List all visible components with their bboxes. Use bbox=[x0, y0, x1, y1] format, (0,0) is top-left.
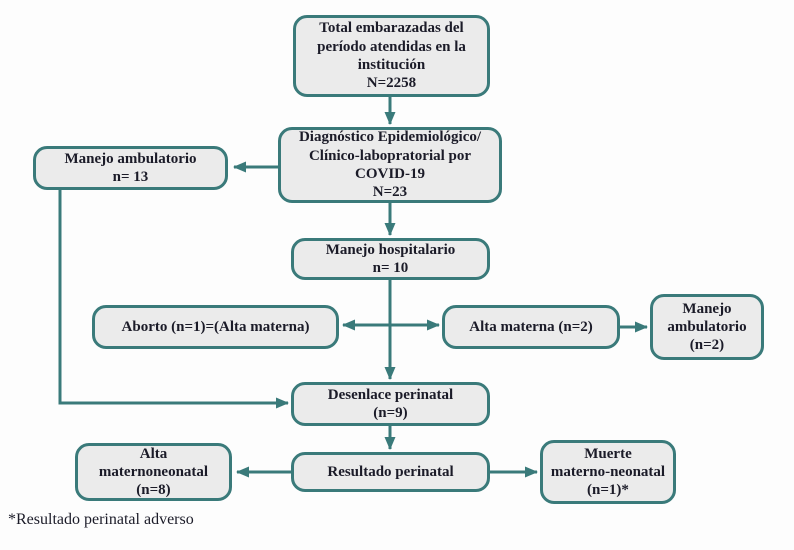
footnote: *Resultado perinatal adverso bbox=[8, 511, 194, 528]
node-total-embarazadas-label: Total embarazadas del período atendidas … bbox=[317, 20, 466, 92]
node-manejo-hospitalario: Manejo hospitalario n= 10 bbox=[291, 238, 490, 280]
node-alta-materna-label: Alta materna (n=2) bbox=[469, 318, 593, 335]
connector-ambulatorio13-to-desenlace bbox=[58, 190, 289, 409]
node-aborto-label: Aborto (n=1)=(Alta materna) bbox=[121, 318, 310, 335]
node-muerte-materno-neonatal: Muerte materno-neonatal (n=1)* bbox=[540, 440, 676, 504]
node-alta-materna: Alta materna (n=2) bbox=[442, 305, 620, 349]
node-aborto: Aborto (n=1)=(Alta materna) bbox=[92, 305, 339, 349]
node-resultado-perinatal-label: Resultado perinatal bbox=[327, 463, 454, 480]
node-manejo-ambulatorio-13-label: Manejo ambulatorio n= 13 bbox=[64, 150, 197, 185]
node-diagnostico-covid19-label: Diagnóstico Epidemiológico/ Clínico-labo… bbox=[298, 129, 482, 201]
node-desenlace-perinatal: Desenlace perinatal (n=9) bbox=[291, 382, 490, 426]
node-total-embarazadas: Total embarazadas del período atendidas … bbox=[293, 15, 490, 97]
node-alta-maternoneonatal-label: Alta maternoneonatal (n=8) bbox=[98, 445, 209, 499]
node-manejo-ambulatorio-2-label: Manejo ambulatorio (n=2) bbox=[667, 300, 747, 354]
node-muerte-materno-neonatal-label: Muerte materno-neonatal (n=1)* bbox=[550, 445, 666, 499]
node-desenlace-perinatal-label: Desenlace perinatal (n=9) bbox=[327, 386, 454, 421]
node-manejo-ambulatorio-13: Manejo ambulatorio n= 13 bbox=[33, 146, 228, 190]
node-alta-maternoneonatal: Alta maternoneonatal (n=8) bbox=[75, 443, 232, 501]
node-resultado-perinatal: Resultado perinatal bbox=[291, 452, 490, 492]
node-manejo-hospitalario-label: Manejo hospitalario n= 10 bbox=[325, 241, 456, 276]
node-diagnostico-covid19: Diagnóstico Epidemiológico/ Clínico-labo… bbox=[278, 127, 502, 203]
node-manejo-ambulatorio-2: Manejo ambulatorio (n=2) bbox=[650, 294, 764, 360]
